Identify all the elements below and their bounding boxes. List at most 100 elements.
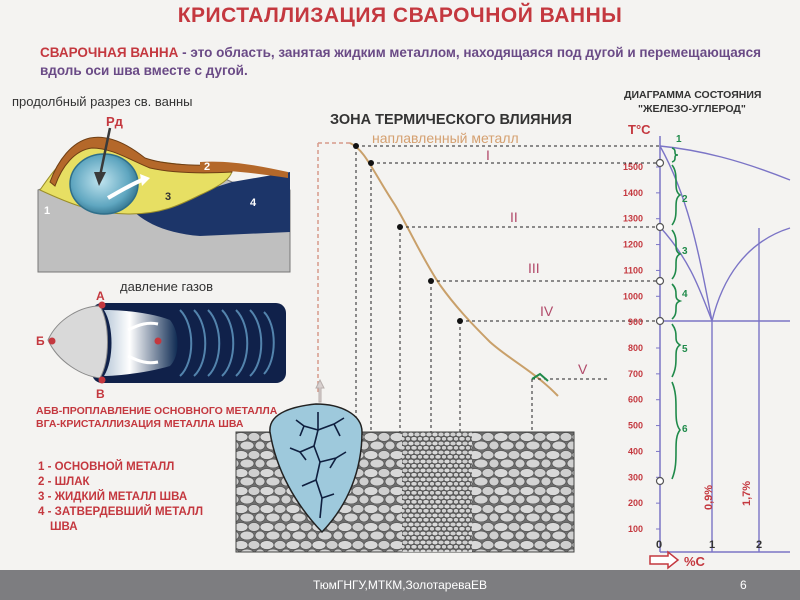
footer-bar: ТюмГНГУ,МТКМ,ЗолотареваЕВ 6 <box>0 570 800 600</box>
temp-tick-label: 1100 <box>623 265 643 275</box>
temp-tick-label: 200 <box>628 498 643 508</box>
definition-text: СВАРОЧНАЯ ВАННА - это область, занятая ж… <box>40 44 790 80</box>
molten-front <box>47 305 108 379</box>
zone-V: V <box>578 361 588 377</box>
zone-guides <box>355 145 660 432</box>
zone-v-marker <box>531 372 549 382</box>
point-b <box>48 337 56 345</box>
zone-braces <box>671 147 683 480</box>
ripple-marks <box>179 309 275 377</box>
flow-arrow-top <box>127 321 159 332</box>
zone-title: ЗОНА ТЕРМИЧЕСКОГО ВЛИЯНИЯ <box>330 112 572 128</box>
temp-tick-label: 600 <box>628 395 643 405</box>
temperature-curve <box>349 142 559 397</box>
letter-v: В <box>96 387 105 401</box>
legend-item-5: ШВА <box>50 521 78 533</box>
point-g <box>154 337 162 345</box>
letter-a: А <box>96 289 105 303</box>
temp-tick-label: 300 <box>628 472 643 482</box>
gas-pressure-label: давление газов <box>120 279 213 294</box>
arc-pressure-arrow <box>98 127 112 177</box>
flow-arrow-bottom <box>127 354 159 365</box>
carbon-tick-1: 1 <box>709 539 715 551</box>
temp-tick-label: 400 <box>628 446 643 456</box>
footer-text: ТюмГНГУ,МТКМ,ЗолотареваЕВ <box>312 578 488 592</box>
phase-lines <box>659 145 791 552</box>
acm-line <box>711 227 791 322</box>
pool-number-4: 4 <box>250 197 257 209</box>
temp-tick-label: 1500 <box>623 162 643 172</box>
zone-IV: IV <box>540 303 554 319</box>
legend-item-1: 1 - ОСНОВНОЙ МЕТАЛЛ <box>38 461 175 473</box>
caption-melting: АБВ-ПРОПЛАВЛЕНИЕ ОСНОВНОГО МЕТАЛЛА <box>36 405 278 417</box>
definition-term: СВАРОЧНАЯ ВАННА <box>40 45 179 60</box>
slag-crust <box>200 161 288 178</box>
flow-arrowhead <box>140 174 150 186</box>
cross-section-label: продолбный разрез св. ванны <box>12 94 193 109</box>
solidified-metal <box>122 172 290 236</box>
temp-tick-label: 1200 <box>623 240 643 250</box>
temp-tick-label: 1000 <box>623 291 643 301</box>
legend-item-3: 3 - ЖИДКИЙ МЕТАЛЛ ШВА <box>38 491 188 503</box>
diagram-title-2: "ЖЕЛЕЗО-УГЛЕРОД" <box>638 103 746 115</box>
temp-tick-label: 1400 <box>623 188 643 198</box>
fine-grain-zone <box>402 432 472 552</box>
solidus-line <box>659 145 713 322</box>
zone-dots <box>353 143 463 324</box>
slide-title: КРИСТАЛЛИЗАЦИЯ СВАРОЧНОЙ ВАННЫ <box>177 4 623 27</box>
legend-item-2: 2 - ШЛАК <box>38 476 90 488</box>
gamma-boundary <box>659 226 713 322</box>
slide: КРИСТАЛЛИЗАЦИЯ СВАРОЧНОЙ ВАННЫ СВАРОЧНАЯ… <box>0 0 800 570</box>
svg-text:6: 6 <box>682 424 688 435</box>
zone-point-marks <box>655 158 665 486</box>
carbon-mark-1-7: 1,7% <box>741 481 753 506</box>
weld-nugget <box>269 403 363 534</box>
crystallization-zone <box>104 310 178 376</box>
carbon-mark-0-9: 0,9% <box>703 485 715 510</box>
zone-II: II <box>510 209 518 225</box>
weld-pool-section: Pд 1 2 3 4 <box>37 114 291 273</box>
svg-text:5: 5 <box>682 344 688 355</box>
legend-item-4: 4 - ЗАТВЕРДЕВШИЙ МЕТАЛЛ <box>38 506 204 518</box>
temp-tick-label: 900 <box>628 317 643 327</box>
temp-tick-label: 700 <box>628 369 643 379</box>
pool-number-2: 2 <box>204 161 210 173</box>
definition-body: - это область, занятая жидким металлом, … <box>40 45 762 78</box>
weld-pool <box>69 153 139 215</box>
svg-text:2: 2 <box>682 194 688 205</box>
carbon-arrow-icon <box>649 550 680 570</box>
dendrites <box>289 412 347 519</box>
letter-b: Б <box>36 334 45 348</box>
carbon-tick-0: 0 <box>656 539 662 551</box>
page-number: 6 <box>740 578 747 592</box>
diagram-title-1: ДИАГРАММА СОСТОЯНИЯ <box>624 89 761 101</box>
region-numbers: 1 2 3 4 5 6 <box>676 134 688 435</box>
legend: 1 - ОСНОВНОЙ МЕТАЛЛ 2 - ШЛАК 3 - ЖИДКИЙ … <box>38 460 203 535</box>
temp-axis-label: T°C <box>628 122 651 137</box>
weld-cross-section <box>235 378 575 553</box>
pool-number-3: 3 <box>165 191 171 203</box>
diagram-canvas: продолбный разрез св. ванны Pд 1 2 3 4 д… <box>12 89 791 570</box>
arc-arrowhead <box>94 172 106 186</box>
zone-III: III <box>528 260 540 276</box>
zone-I: I <box>486 147 490 163</box>
temp-tick-label: 800 <box>628 343 643 353</box>
carbon-tick-2: 2 <box>756 539 762 551</box>
weld-metal-label: наплавленный металл <box>372 130 519 146</box>
carbon-axis-label: %C <box>684 554 706 569</box>
point-a <box>98 301 106 309</box>
temp-tick-label: 1300 <box>623 214 643 224</box>
pressure-label: Pд <box>106 114 124 129</box>
temp-tick-label: 500 <box>628 421 643 431</box>
direction-arrow <box>315 378 325 403</box>
flow-arrow <box>107 178 143 200</box>
svg-text:4: 4 <box>682 289 688 300</box>
temp-ticks: 1500 1400 1300 1200 1100 1000 900 800 700 600 500 4… <box>623 162 660 534</box>
svg-text:1: 1 <box>676 134 682 145</box>
temp-tick-label: 100 <box>628 524 643 534</box>
weld-top-view: А Б В <box>36 289 286 401</box>
pool-number-1: 1 <box>44 205 50 217</box>
point-v <box>98 376 106 384</box>
caption-crystallization: ВГА-КРИСТАЛЛИЗАЦИЯ МЕТАЛЛА ШВА <box>36 418 244 430</box>
liquidus-line <box>659 145 791 181</box>
